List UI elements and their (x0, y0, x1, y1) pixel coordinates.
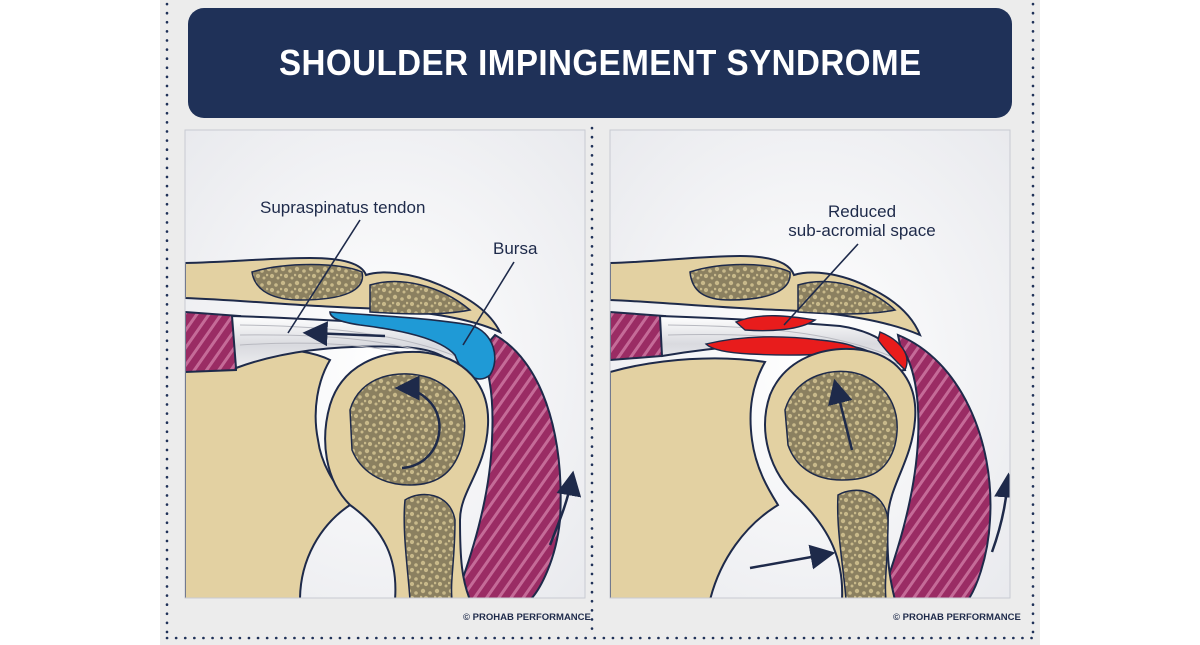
leader-bursa (462, 261, 515, 346)
copyright-left: © PROHAB PERFORMANCE (463, 612, 591, 623)
superior-migration-arrow (828, 378, 854, 451)
supraspinatus-muscle (185, 310, 242, 374)
title-banner: SHOULDER IMPINGEMENT SYNDROME (188, 8, 1012, 118)
humeral-shaft-marrow (403, 493, 456, 598)
impingement-zone-upper (734, 315, 817, 332)
left-shoulder-illustration (185, 256, 582, 598)
impingement-zone-lateral (877, 331, 908, 372)
humeral-head-marrow-right (784, 370, 898, 481)
deltoid-pull-arrow-right (990, 472, 1010, 553)
deltoid-muscle (454, 333, 562, 598)
label-subacromial-space: sub-acromial space (788, 221, 935, 240)
dotted-border (165, 2, 1035, 642)
acromion-marrow-right (797, 280, 897, 315)
right-shoulder-illustration (610, 254, 1010, 598)
clavicle-marrow (251, 263, 364, 301)
acromion-marrow (369, 280, 472, 315)
deltoid-pull-arrow (548, 470, 582, 546)
clavicle-marrow-right (689, 263, 791, 301)
page-title: SHOULDER IMPINGEMENT SYNDROME (278, 42, 922, 83)
deltoid-muscle-right (879, 333, 992, 598)
label-bursa: Bursa (493, 239, 538, 258)
leader-reduced-space (783, 243, 859, 326)
supraspinatus-muscle-right (610, 310, 667, 362)
humeral-shaft-marrow-right (836, 489, 889, 598)
copyright-right: © PROHAB PERFORMANCE (893, 612, 1021, 623)
rotation-arrow (394, 375, 441, 470)
label-reduced: Reduced (828, 202, 896, 221)
tendon-pull-arrow (302, 321, 386, 347)
leader-tendon (287, 219, 361, 334)
push-arrow (749, 544, 836, 570)
humeral-head-marrow (349, 373, 466, 486)
label-supraspinatus-tendon: Supraspinatus tendon (260, 198, 425, 217)
scapula-bone-right (610, 357, 780, 598)
